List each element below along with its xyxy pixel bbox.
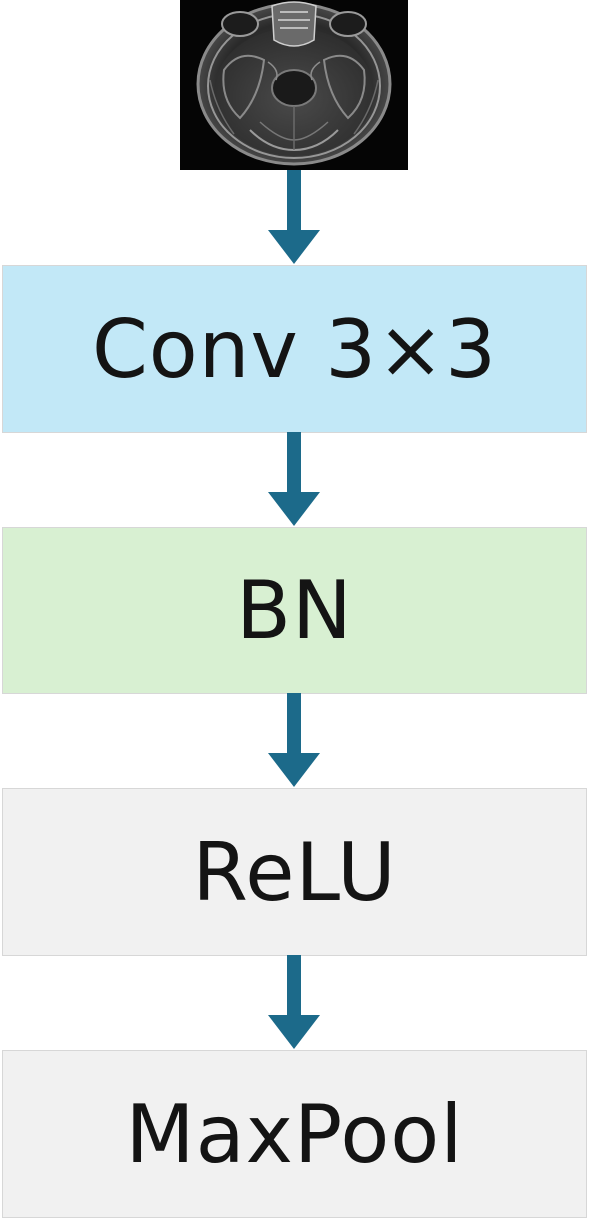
relu-block: ReLU (2, 788, 587, 956)
maxpool-label: MaxPool (125, 1087, 464, 1181)
arrow-down-icon (268, 432, 320, 527)
batch-norm-label: BN (236, 564, 353, 657)
arrow-down-icon (268, 955, 320, 1050)
input-mri-image (180, 0, 408, 170)
arrow-down-icon (268, 170, 320, 265)
arrow-down-icon (268, 693, 320, 788)
maxpool-block: MaxPool (2, 1050, 587, 1218)
brain-mri-icon (180, 0, 408, 170)
relu-label: ReLU (192, 825, 397, 919)
batch-norm-block: BN (2, 527, 587, 694)
conv-3x3-block: Conv 3×3 (2, 265, 587, 433)
conv-3x3-label: Conv 3×3 (91, 302, 498, 396)
